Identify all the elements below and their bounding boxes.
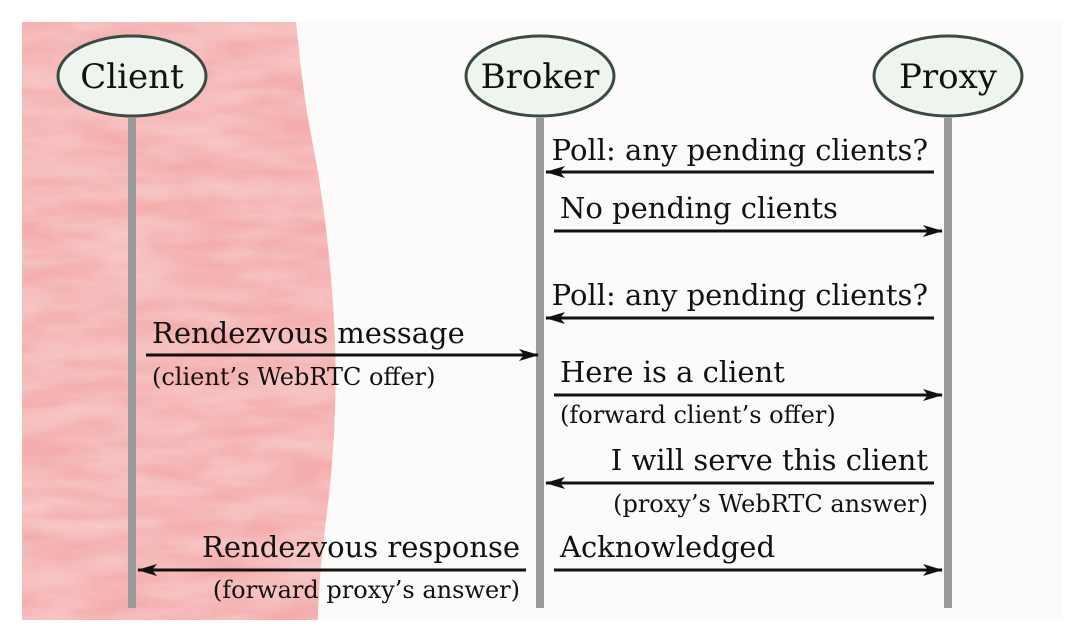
message-rendezvous: Rendezvous message (client’s WebRTC offe… (146, 316, 539, 391)
message-acknowledged: Acknowledged (554, 530, 943, 576)
message-here-is-client-sublabel: (forward client’s offer) (560, 401, 836, 429)
message-will-serve-sublabel: (proxy’s WebRTC answer) (613, 490, 928, 518)
message-poll-2-label: Poll: any pending clients? (552, 278, 928, 312)
actor-client: Client (56, 34, 208, 118)
client-region-wash (22, 22, 336, 620)
message-acknowledged-label: Acknowledged (559, 530, 775, 564)
message-here-is-client: Here is a client (forward client’s offer… (554, 355, 943, 429)
message-poll-2: Poll: any pending clients? (545, 278, 934, 324)
message-rendezvous-label: Rendezvous message (152, 316, 465, 350)
message-rendezvous-response-label: Rendezvous response (202, 530, 520, 564)
message-rendezvous-response-sublabel: (forward proxy’s answer) (213, 576, 520, 604)
actor-proxy-label: Proxy (899, 57, 998, 97)
actor-broker-label: Broker (481, 57, 600, 97)
actor-proxy: Proxy (872, 34, 1024, 118)
actor-client-ellipse (56, 34, 208, 118)
actor-broker: Broker (464, 34, 616, 118)
message-no-pending-label: No pending clients (560, 191, 838, 225)
message-no-pending: No pending clients (554, 191, 943, 237)
message-will-serve-label: I will serve this client (611, 443, 929, 477)
actor-client-label: Client (80, 57, 184, 97)
actor-proxy-ellipse (872, 34, 1024, 118)
message-here-is-client-label: Here is a client (560, 355, 785, 389)
message-poll-1: Poll: any pending clients? (545, 133, 934, 178)
actor-broker-ellipse (464, 34, 616, 118)
message-rendezvous-response: Rendezvous response (forward proxy’s ans… (137, 530, 526, 604)
message-rendezvous-sublabel: (client’s WebRTC offer) (152, 363, 436, 391)
message-will-serve: I will serve this client (proxy’s WebRTC… (545, 443, 934, 518)
message-poll-1-label: Poll: any pending clients? (552, 133, 928, 167)
